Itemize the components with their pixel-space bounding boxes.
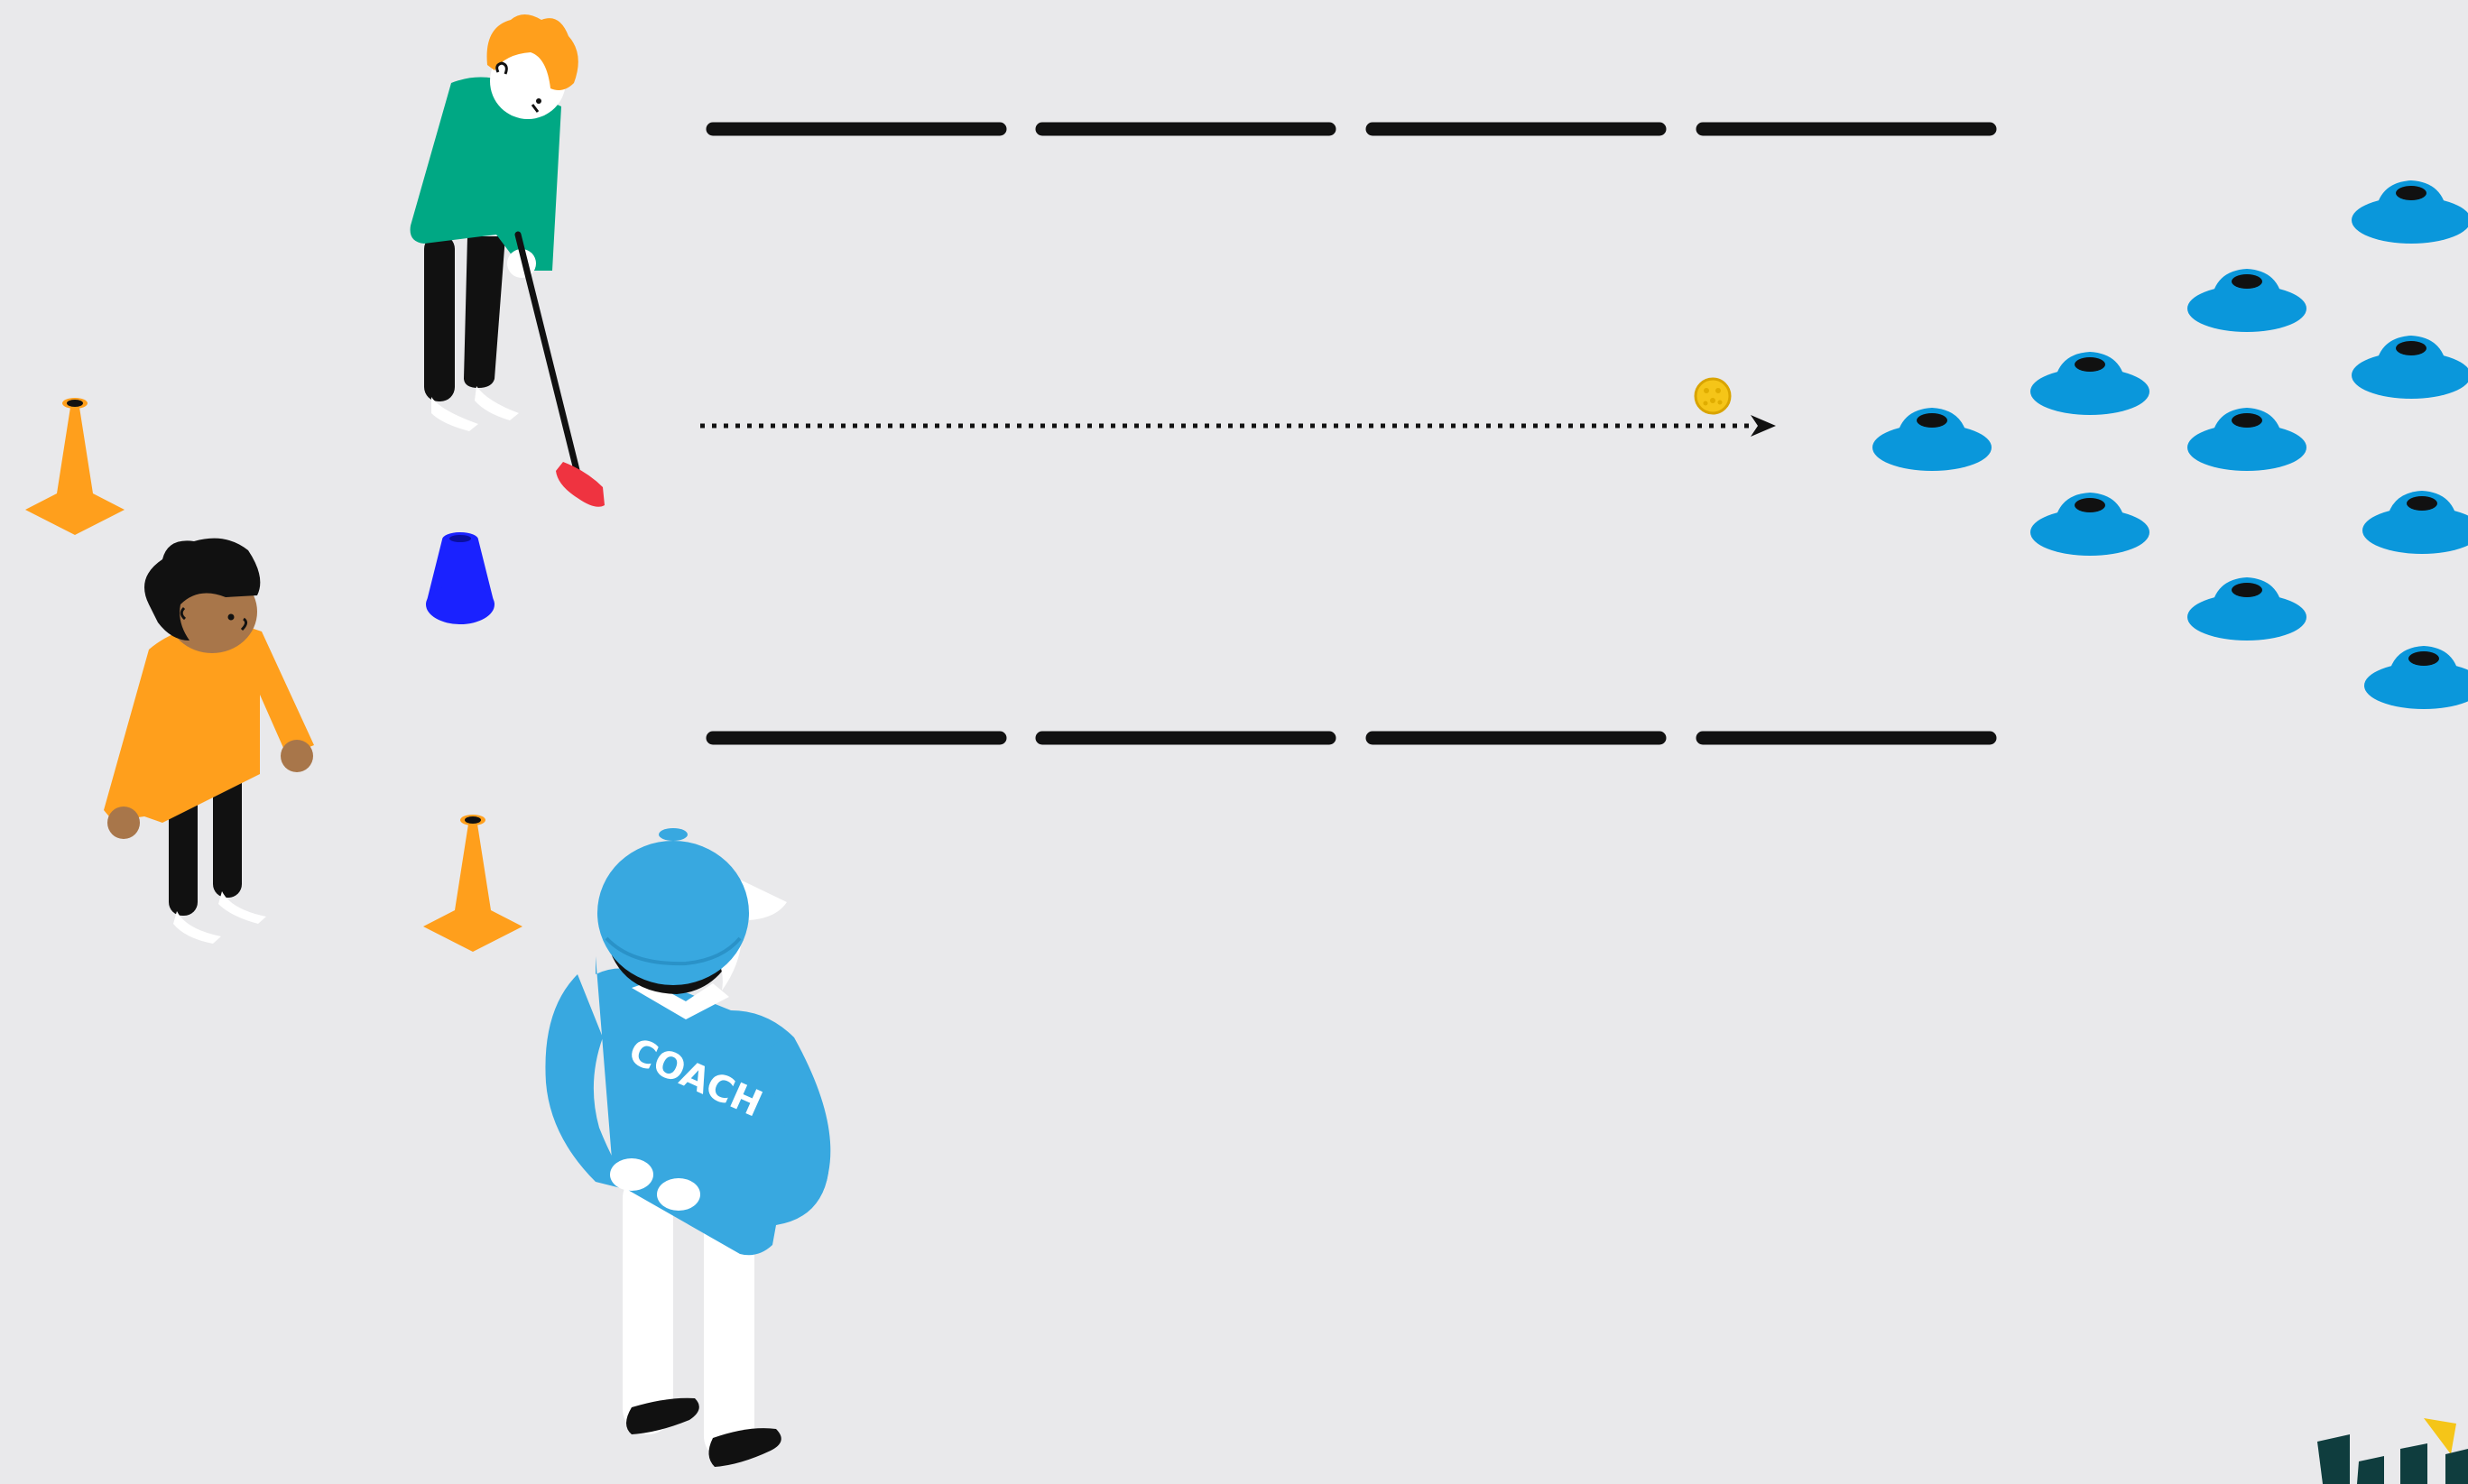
disc-cone-icon [2187,577,2306,641]
disc-cone-icon [2030,352,2149,415]
arrowhead [1751,415,1776,437]
disc-cone-icon [2030,493,2149,556]
disc-cone-icon [2187,269,2306,332]
traffic-cone-icon [25,398,125,535]
coach-figure: COACH [545,828,830,1467]
marker-cone-icon [426,532,495,624]
golf-ball-icon [1696,379,1730,413]
traffic-cone-icon [423,815,522,952]
putter-icon [518,235,605,507]
disc-cone-icon [2352,180,2468,244]
disc-cone-icon [1872,408,1992,471]
aim-arrow-icon [700,415,1776,437]
disc-cone-icon [2364,646,2468,709]
disc-cone-icon [2352,336,2468,399]
target-disc-cones [1872,180,2468,709]
logo-mark-icon [2317,1418,2468,1484]
player-putting [411,14,605,507]
disc-cone-icon [2362,491,2468,554]
disc-cone-icon [2187,408,2306,471]
player-waiting [104,539,314,944]
